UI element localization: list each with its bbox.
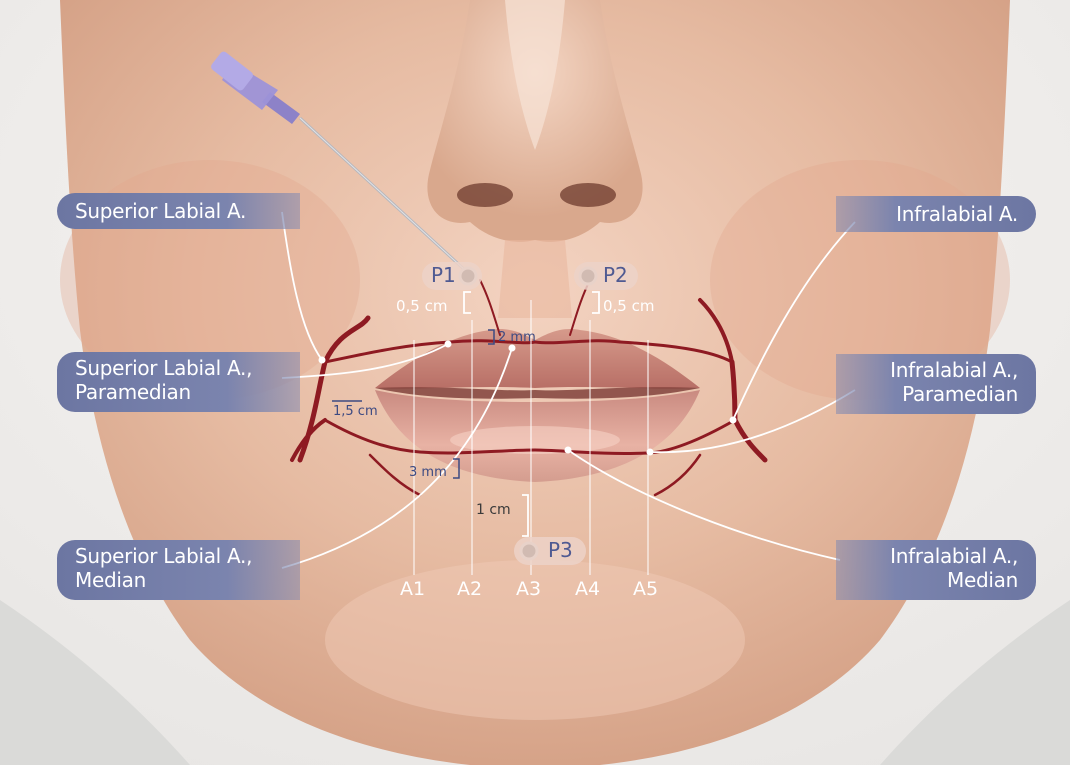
label-a5: A5 bbox=[633, 578, 658, 600]
p3-label: P3 bbox=[548, 538, 573, 562]
dot-superior-labial-median bbox=[509, 345, 516, 352]
callout-infralabial-paramedian: Infralabial A., Paramedian bbox=[836, 354, 1036, 414]
callout-infralabial-median-line2: Median bbox=[836, 568, 1018, 592]
gap-3mm-label: 3 mm bbox=[409, 465, 447, 480]
p1-distance-label: 0,5 cm bbox=[396, 297, 447, 315]
callout-superior-labial-paramedian-line1: Superior Labial A., bbox=[75, 356, 300, 380]
callout-superior-labial-paramedian: Superior Labial A., Paramedian bbox=[57, 352, 300, 412]
callout-infralabial-median-line1: Infralabial A., bbox=[836, 544, 1018, 568]
dot-infralabial-paramedian bbox=[647, 449, 654, 456]
p1-label: P1 bbox=[431, 263, 456, 287]
callout-superior-labial-median-line2: Median bbox=[75, 568, 300, 592]
callout-superior-labial-text: Superior Labial A. bbox=[75, 193, 300, 229]
left-nostril bbox=[457, 183, 513, 207]
philtrum bbox=[498, 240, 572, 318]
dot-superior-labial-paramedian bbox=[445, 341, 452, 348]
callout-infralabial-text: Infralabial A. bbox=[836, 196, 1018, 232]
callout-superior-labial-median-line1: Superior Labial A., bbox=[75, 544, 300, 568]
dot-superior-labial bbox=[319, 357, 326, 364]
chin-distance-label: 1 cm bbox=[476, 502, 511, 518]
callout-infralabial: Infralabial A. bbox=[836, 196, 1036, 232]
label-a1: A1 bbox=[400, 578, 425, 600]
callout-infralabial-paramedian-line1: Infralabial A., bbox=[836, 358, 1018, 382]
label-a2: A2 bbox=[457, 578, 482, 600]
callout-infralabial-paramedian-line2: Paramedian bbox=[836, 382, 1018, 406]
p2-label: P2 bbox=[603, 263, 628, 287]
commissure-label: 1,5 cm bbox=[333, 404, 378, 419]
callout-superior-labial-paramedian-line2: Paramedian bbox=[75, 380, 300, 404]
label-a3: A3 bbox=[516, 578, 541, 600]
dot-infralabial bbox=[730, 417, 737, 424]
gap-2mm-label: 2 mm bbox=[498, 330, 536, 345]
callout-infralabial-median: Infralabial A., Median bbox=[836, 540, 1036, 600]
dot-infralabial-median bbox=[565, 447, 572, 454]
p2-distance-label: 0,5 cm bbox=[603, 297, 654, 315]
callout-superior-labial: Superior Labial A. bbox=[57, 193, 300, 229]
label-a4: A4 bbox=[575, 578, 600, 600]
callout-superior-labial-median: Superior Labial A., Median bbox=[57, 540, 300, 600]
right-nostril bbox=[560, 183, 616, 207]
